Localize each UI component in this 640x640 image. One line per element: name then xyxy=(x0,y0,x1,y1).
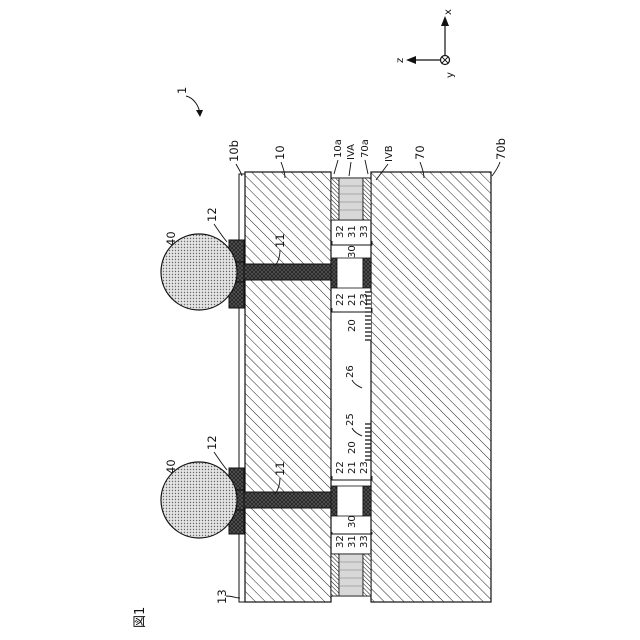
comb-25-teeth xyxy=(365,424,371,460)
label-30-lower: 30 xyxy=(347,515,358,528)
label-13: 13 xyxy=(215,589,229,604)
label-ivb: IVB xyxy=(384,145,395,162)
label-31-upper: 31 xyxy=(347,225,358,238)
label-10: 10 xyxy=(273,145,287,160)
device-label: 1 xyxy=(175,87,189,94)
label-26: 26 xyxy=(345,365,356,378)
label-25: 25 xyxy=(345,413,356,426)
element-20-upper xyxy=(331,258,371,288)
label-22-lower: 22 xyxy=(335,461,346,474)
seal-lower xyxy=(331,554,371,596)
x-axis-label: x xyxy=(443,9,454,15)
label-40-upper: 40 xyxy=(164,231,178,246)
figure-label: 図1 xyxy=(133,607,148,628)
label-23-upper: 23 xyxy=(359,293,370,306)
label-33-upper: 33 xyxy=(359,225,370,238)
label-33-lower: 33 xyxy=(359,535,370,548)
axis-indicator: x z y xyxy=(395,9,456,78)
element-20-lower xyxy=(331,486,371,516)
label-11-upper: 11 xyxy=(273,233,287,248)
label-70b: 70b xyxy=(494,138,508,160)
comb-electrodes xyxy=(365,292,371,460)
label-23-lower: 23 xyxy=(359,461,370,474)
label-31-lower: 31 xyxy=(347,535,358,548)
seal-upper xyxy=(331,178,371,220)
label-22-upper: 22 xyxy=(335,293,346,306)
label-30-upper: 30 xyxy=(347,245,358,258)
z-axis-label: z xyxy=(395,58,406,63)
second-substrate xyxy=(371,172,491,602)
label-11-lower: 11 xyxy=(273,461,287,476)
label-32-upper: 32 xyxy=(335,225,346,238)
label-21-lower: 21 xyxy=(347,461,358,474)
label-32-lower: 32 xyxy=(335,535,346,548)
y-axis-label: y xyxy=(445,72,456,78)
label-10b: 10b xyxy=(227,140,241,162)
label-20-lower: 20 xyxy=(347,441,358,454)
label-iva: IVA xyxy=(346,144,357,160)
first-substrate xyxy=(245,172,331,602)
film-13 xyxy=(239,174,245,602)
label-12-lower: 12 xyxy=(205,435,219,450)
label-70: 70 xyxy=(413,145,427,160)
label-12-upper: 12 xyxy=(205,207,219,222)
label-10a: 10a xyxy=(333,139,344,158)
label-20-upper: 20 xyxy=(347,319,358,332)
label-40-lower: 40 xyxy=(164,459,178,474)
label-70a: 70a xyxy=(360,139,371,158)
label-21-upper: 21 xyxy=(347,293,358,306)
